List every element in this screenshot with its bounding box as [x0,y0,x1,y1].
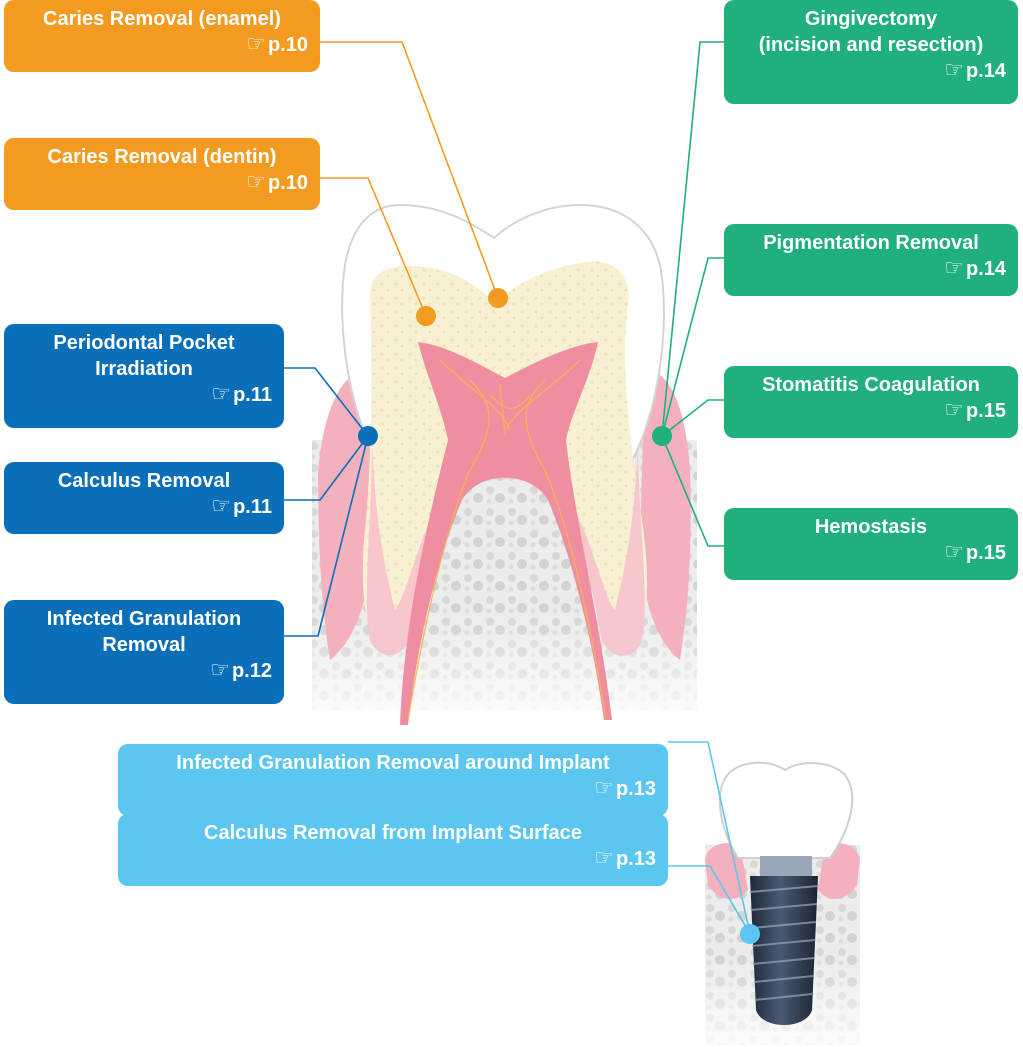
label-gingivectomy: Gingivectomy (incision and resection) ☞p… [724,0,1018,104]
pointing-hand-icon: ☞ [944,58,964,84]
label-infected-granulation: Infected Granulation Removal ☞p.12 [4,600,284,704]
label-periodontal-pocket: Periodontal Pocket Irradiation ☞p.11 [4,324,284,428]
label-implant-calculus: Calculus Removal from Implant Surface ☞p… [118,814,668,886]
label-title-line2: Removal [16,632,272,658]
molar-illustration [312,205,697,725]
leader-gingivectomy [662,42,724,436]
implant-abutment [760,856,812,876]
target-dot-implant [740,924,760,944]
page-reference: ☞p.14 [736,58,1006,84]
implant-fixture [750,876,818,1025]
page-reference: ☞p.15 [736,540,1006,566]
label-title-line1: Periodontal Pocket [16,330,272,356]
page-reference: ☞p.13 [130,846,656,872]
pointing-hand-icon: ☞ [594,776,614,802]
label-title: Pigmentation Removal [736,230,1006,256]
page-reference: ☞p.10 [16,170,308,196]
label-title-line2: Irradiation [16,356,272,382]
pointing-hand-icon: ☞ [211,382,231,408]
label-title: Hemostasis [736,514,1006,540]
pointing-hand-icon: ☞ [594,846,614,872]
page-reference: ☞p.11 [16,494,272,520]
implant-crown [720,763,852,858]
label-title-line2: (incision and resection) [736,32,1006,58]
page-reference: ☞p.15 [736,398,1006,424]
label-title: Calculus Removal [16,468,272,494]
target-dot-dentin [416,306,436,326]
pointing-hand-icon: ☞ [944,398,964,424]
target-dot-periodontal [358,426,378,446]
pointing-hand-icon: ☞ [246,32,266,58]
pointing-hand-icon: ☞ [944,540,964,566]
target-dot-enamel [488,288,508,308]
label-implant-granulation-box: Infected Granulation Removal around Impl… [118,744,668,816]
pointing-hand-icon: ☞ [211,494,231,520]
page-reference: ☞p.10 [16,32,308,58]
page-reference: ☞p.13 [130,776,656,802]
label-title-line1: Gingivectomy [736,6,1006,32]
pointing-hand-icon: ☞ [246,170,266,196]
label-hemostasis: Hemostasis ☞p.15 [724,508,1018,580]
label-title: Caries Removal (enamel) [16,6,308,32]
label-caries-enamel: Caries Removal (enamel) ☞p.10 [4,0,320,72]
page-reference: ☞p.12 [16,658,272,684]
label-stomatitis-coagulation: Stomatitis Coagulation ☞p.15 [724,366,1018,438]
target-dot-gingiva [652,426,672,446]
pointing-hand-icon: ☞ [210,658,230,684]
label-pigmentation-removal: Pigmentation Removal ☞p.14 [724,224,1018,296]
pointing-hand-icon: ☞ [944,256,964,282]
label-calculus-removal: Calculus Removal ☞p.11 [4,462,284,534]
page-reference: ☞p.11 [16,382,272,408]
label-title: Calculus Removal from Implant Surface [130,820,656,846]
label-title: Infected Granulation Removal around Impl… [130,750,656,776]
label-title: Stomatitis Coagulation [736,372,1006,398]
label-title: Caries Removal (dentin) [16,144,308,170]
implant-illustration [705,763,860,1047]
label-title-line1: Infected Granulation [16,606,272,632]
label-caries-dentin: Caries Removal (dentin) ☞p.10 [4,138,320,210]
page-reference: ☞p.14 [736,256,1006,282]
